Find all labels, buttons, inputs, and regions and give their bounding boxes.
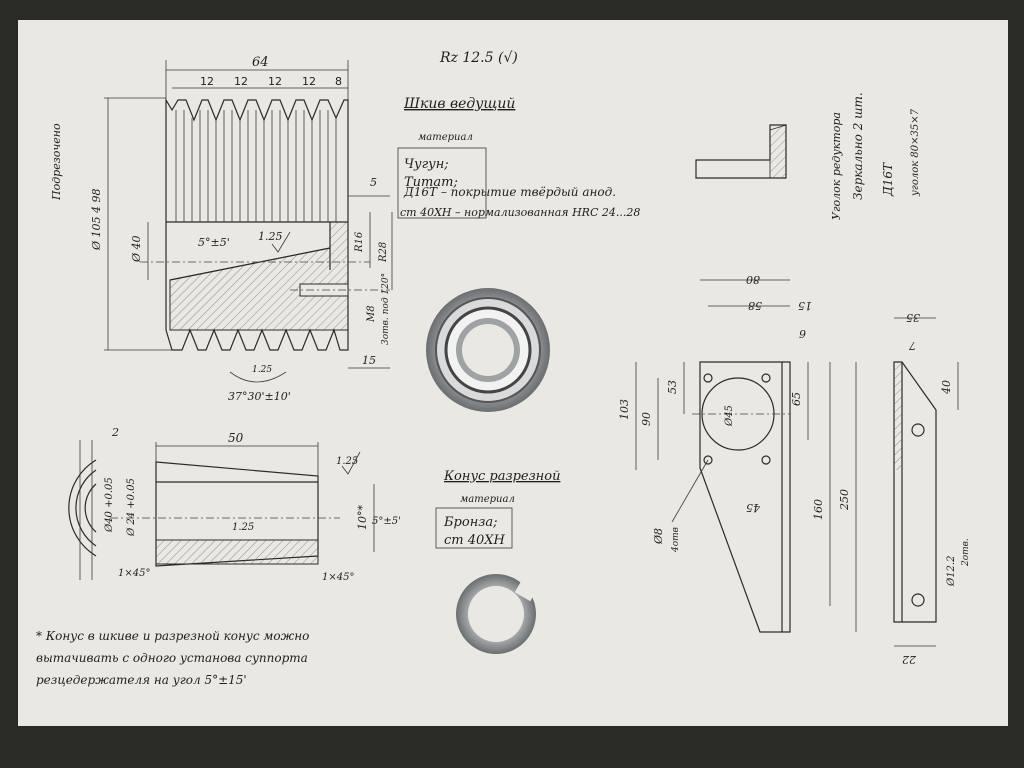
cone-dim-dia24: Ø 24 +0.05: [126, 478, 137, 537]
bearing-photo: [426, 288, 550, 412]
cone-material-1: Бронза;: [443, 515, 498, 530]
bracket-dim-d45: Ø45: [724, 405, 735, 427]
left-label: Подрезочено: [50, 123, 63, 201]
cone-dim-2: 2: [111, 426, 119, 439]
bracket-dim-80: 80: [746, 273, 760, 286]
pulley-material-2: Титат;: [404, 175, 458, 190]
cone-view: 2 50 Ø40 +0.05 Ø 24 +0.05 1×45° 1×45° 1.…: [68, 426, 401, 583]
bracket-side-40: 40: [940, 380, 953, 395]
pulley-material-label: материал: [418, 132, 473, 143]
dim-m8: М8: [366, 305, 377, 323]
cone-angle-5: 5°±5': [372, 516, 401, 527]
bracket-dim-90: 90: [640, 412, 653, 426]
cone-rough-2: 1.25: [232, 522, 254, 533]
pulley-material-4: ст 40ХН – нормализованная HRC 24...28: [400, 206, 640, 219]
cone-material-2: ст 40ХН: [444, 533, 506, 548]
footnote-line-1: * Конус в шкиве и разрезной конус можно: [36, 629, 309, 643]
bracket-side-view: 35 7 40 Ø12.2 2отв. 22: [893, 311, 971, 666]
dim-overall: 64: [252, 55, 269, 70]
rough-bore: 1.25: [258, 230, 283, 243]
bracket-hole8-qty: 4отв: [671, 527, 681, 553]
bracket-dim-103: 103: [618, 399, 631, 420]
bracket-qty: Зеркально 2 шт.: [851, 92, 865, 200]
bracket-dim-65: 65: [790, 392, 803, 406]
ring-photo: [456, 574, 540, 654]
pulley-material-1: Чугун;: [404, 157, 449, 172]
pulley-material-3: Д16Т – покрытие твёрдый анод.: [403, 185, 616, 199]
dim-dia-bore: Ø 40: [130, 235, 143, 263]
bracket-dim-58: 58: [748, 299, 762, 312]
bracket-side-7: 7: [909, 339, 916, 352]
cone-title: Конус разрезной: [443, 469, 560, 484]
cone-chamfer-2: 1×45°: [322, 572, 354, 583]
dim-5: 5: [370, 176, 377, 189]
bracket-small-sketch: [695, 124, 787, 179]
pulley-view: 64 12 12 12 12 8 Ø 105 4 98 Подрезочено …: [50, 55, 393, 403]
bracket-side-22: 22: [902, 653, 917, 666]
bracket-dim-15: 15: [798, 299, 812, 312]
cone-dim-50: 50: [228, 431, 244, 445]
dim-dia-top: Ø 105 4 98: [90, 188, 103, 251]
bracket-dim-250: 250: [838, 489, 851, 511]
bracket-hole8: Ø8: [652, 528, 665, 545]
dim-pitch-3: 12: [268, 75, 282, 88]
dim-pitch-5: 8: [335, 75, 342, 88]
pulley-title: Шкив ведущий: [403, 96, 515, 112]
cone-dim-dia40: Ø40 +0.05: [104, 477, 115, 533]
dim-pitch-4: 12: [302, 75, 316, 88]
cone-angle-10: 10°*: [356, 505, 369, 530]
cone-chamfer-1: 1×45°: [118, 568, 150, 579]
bracket-dim-53: 53: [666, 380, 679, 394]
dim-r16: R16: [354, 231, 365, 253]
dim-pitch-1: 12: [200, 75, 214, 88]
dim-pitch-2: 12: [234, 75, 248, 88]
footnote-line-2: вытачивать с одного установа суппорта: [36, 651, 308, 665]
bracket-material: Д16Т: [881, 162, 895, 197]
pulley-notes: Шкив ведущий материал Чугун; Титат; Д16Т…: [397, 96, 640, 219]
bracket-profile: уголок 80×35×7: [910, 108, 921, 197]
rough-groove: 1.25: [252, 365, 272, 375]
dim-angle-groove: 37°30'±10': [228, 390, 291, 403]
dim-r28: R28: [378, 242, 389, 263]
bracket-dim-160: 160: [812, 499, 825, 520]
footnote-line-3: резцедержателя на угол 5°±15': [36, 673, 247, 687]
dim-15: 15: [362, 354, 376, 367]
dim-m8-note: 3отв. под 120°: [381, 273, 391, 345]
bracket-title: Уголок редуктора: [830, 112, 843, 220]
bracket-notes: Уголок редуктора Зеркально 2 шт. Д16Т уг…: [830, 92, 921, 220]
cone-notes: Конус разрезной материал Бронза; ст 40ХН: [435, 469, 560, 549]
dim-angle-taper: 5°±5': [198, 236, 230, 249]
bracket-hole12: Ø12.2: [946, 556, 957, 587]
bracket-dim-6: 6: [799, 327, 806, 340]
footnote: * Конус в шкиве и разрезной конус можно …: [36, 629, 309, 687]
bracket-hole12-qty: 2отв.: [961, 538, 971, 567]
bracket-dim-45: 45: [746, 501, 761, 514]
bracket-side-35: 35: [906, 311, 920, 324]
roughness-symbol: Rz 12.5 (√): [439, 50, 518, 66]
cone-material-label: материал: [460, 494, 515, 505]
bracket-front-view: Ø45 80 58 15 6 103 90 53 65 45 160 250 Ø…: [618, 273, 857, 633]
cone-rough-1: 1.25: [336, 456, 358, 467]
